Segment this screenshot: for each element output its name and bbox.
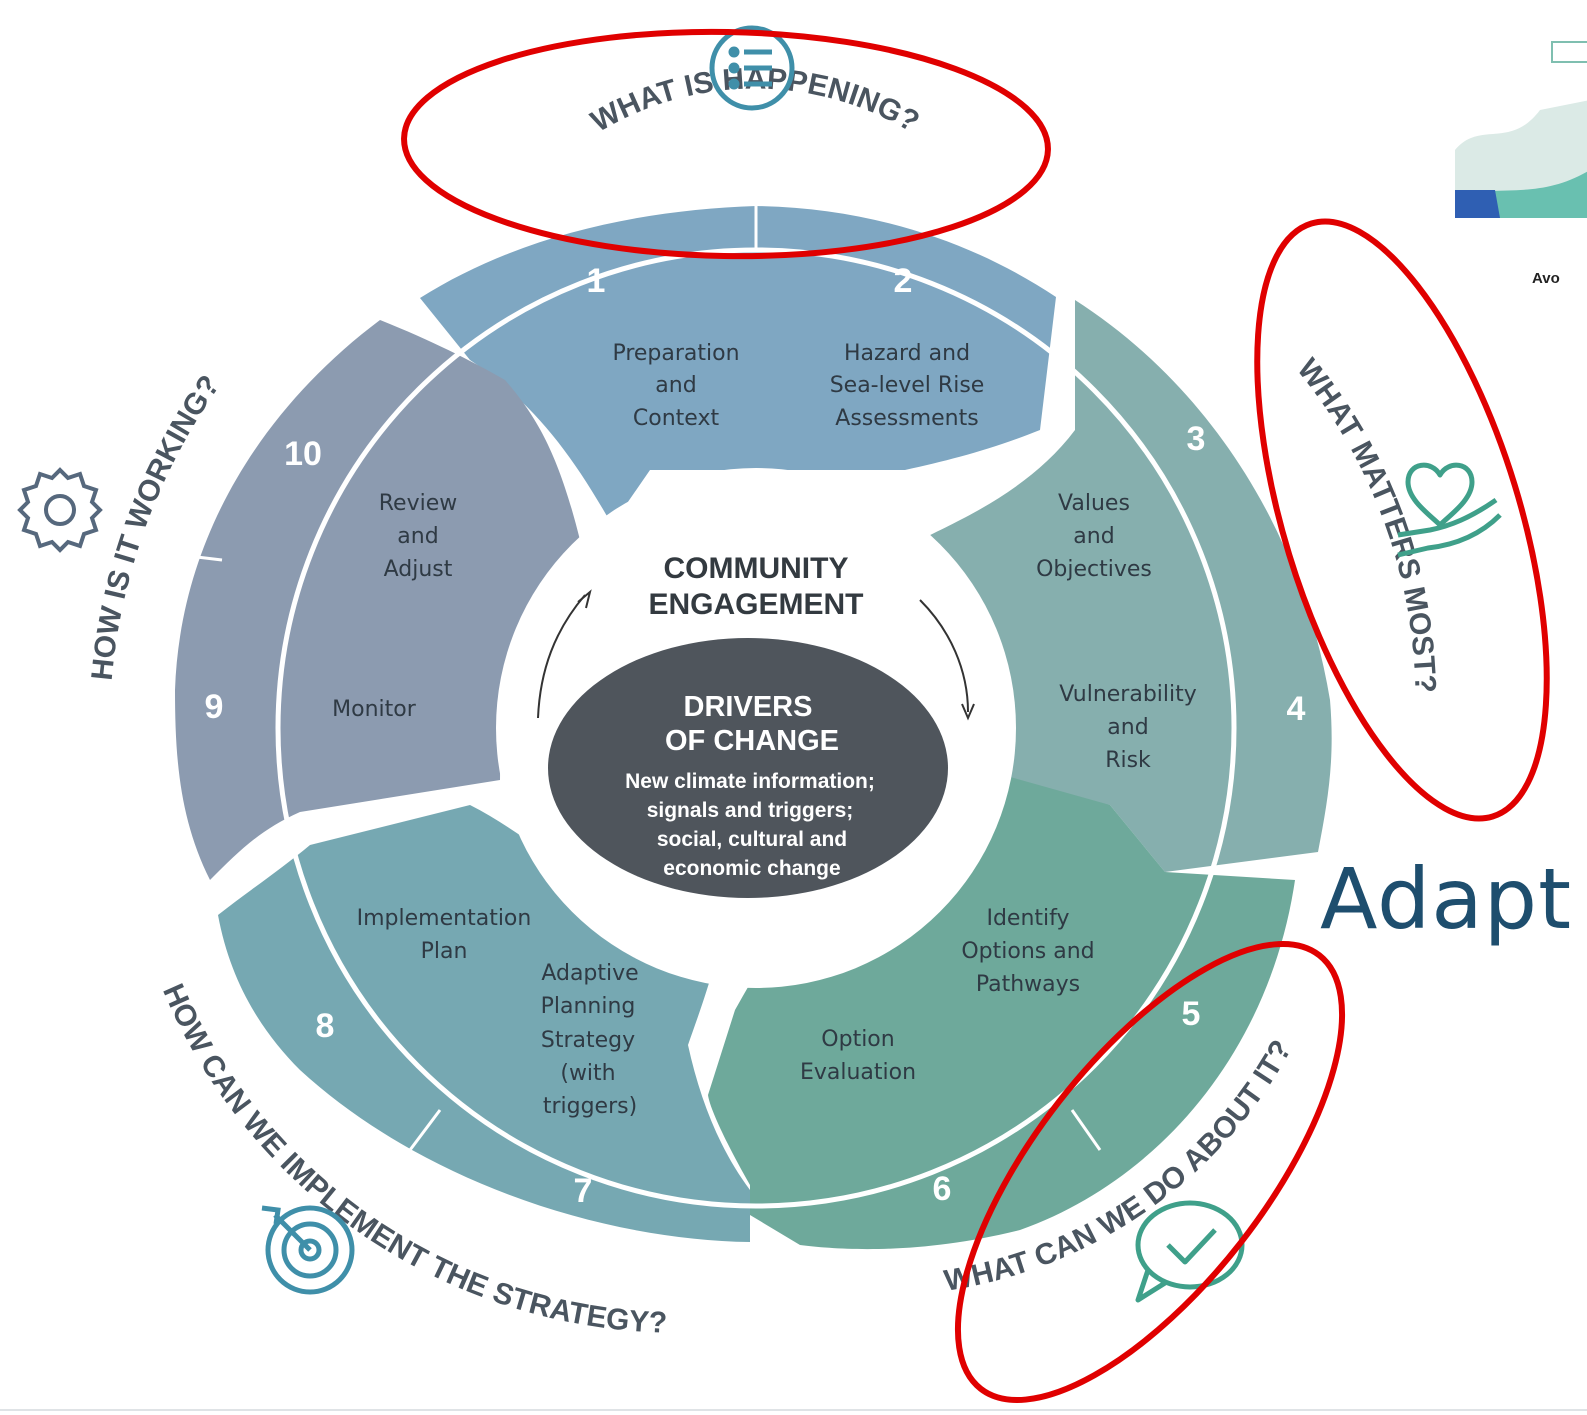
step-2-line-1: Hazard and: [844, 341, 970, 366]
step-8-line-1: Implementation: [357, 906, 532, 931]
step-6-line-1: Option: [821, 1027, 894, 1052]
step-number-3: 3: [1187, 420, 1206, 458]
drivers-text-3: social, cultural and: [657, 828, 847, 851]
step-1-line-3: Context: [633, 406, 720, 431]
drivers-title-2: OF CHANGE: [665, 725, 839, 757]
engagement-line-2: ENGAGEMENT: [648, 588, 863, 621]
step-7-line-1: Adaptive: [541, 961, 638, 986]
drivers-text-4: economic change: [663, 857, 840, 880]
gear-icon: [17, 467, 103, 553]
step-10-line-3: Adjust: [384, 557, 453, 582]
question-happening: WHAT IS HAPPENING?: [586, 63, 925, 139]
step-3-line-1: Values: [1058, 491, 1130, 516]
segment-right: [920, 300, 1332, 872]
step-number-1: 1: [587, 262, 606, 300]
side-thumbnail: [1455, 41, 1587, 218]
step-9-line-1: Monitor: [332, 697, 417, 722]
step-5-line-1: Identify: [986, 906, 1069, 931]
drivers-text-2: signals and triggers;: [647, 799, 854, 822]
check-chat-icon: [1135, 1200, 1245, 1303]
annotation-ellipses: [401, 28, 1550, 1403]
side-heading-adapt: Adapt: [1320, 850, 1573, 948]
step-4-line-1: Vulnerability: [1059, 682, 1197, 707]
step-7-line-3: Strategy: [541, 1028, 635, 1053]
step-7-line-4: (with: [560, 1061, 615, 1086]
center-text: COMMUNITY ENGAGEMENT DRIVERS OF CHANGE N…: [625, 552, 875, 880]
inner-ring: [179, 206, 1331, 1209]
annotation-ellipse-bottom: [954, 941, 1346, 1403]
step-10-line-1: Review: [379, 491, 458, 516]
target-icon: [261, 1205, 355, 1295]
step-1-line-1: Preparation: [612, 341, 739, 366]
step-4-line-2: and: [1107, 715, 1148, 740]
step-2-line-3: Assessments: [835, 406, 978, 431]
step-number-8: 8: [316, 1007, 335, 1045]
step-number-5: 5: [1182, 995, 1201, 1033]
annotation-ellipse-right: [1254, 218, 1550, 822]
step-4-line-3: Risk: [1105, 748, 1151, 773]
step-number-6: 6: [933, 1170, 952, 1208]
step-5-line-3: Pathways: [976, 972, 1080, 997]
cycle-arrows: [537, 589, 975, 721]
step-number-10: 10: [284, 435, 322, 473]
side-caption-avo: Avo: [1532, 270, 1560, 287]
step-1-line-2: and: [655, 373, 696, 398]
step-2-line-2: Sea-level Rise: [830, 373, 985, 398]
heart-hand-icon: [1397, 462, 1502, 558]
step-7-line-5: triggers): [543, 1094, 637, 1119]
step-5-line-2: Options and: [961, 939, 1094, 964]
list-icon: [709, 25, 795, 111]
step-number-2: 2: [894, 262, 913, 300]
step-number-9: 9: [205, 688, 224, 726]
step-3-line-2: and: [1073, 524, 1114, 549]
center-disc: [496, 468, 1016, 988]
step-3-line-3: Objectives: [1036, 557, 1152, 582]
drivers-ellipse: [548, 638, 948, 898]
step-labels: Preparation and Context Hazard and Sea-l…: [332, 341, 1197, 1119]
bottom-rule: [0, 1409, 1587, 1411]
annotation-ellipse-top: [401, 28, 1051, 260]
step-numbers: 1 2 3 4 5 6 7 8 9 10: [205, 262, 1306, 1210]
drivers-text-1: New climate information;: [625, 770, 875, 793]
drivers-title-1: DRIVERS: [684, 691, 813, 723]
step-8-line-2: Plan: [421, 939, 468, 964]
step-number-4: 4: [1287, 690, 1306, 728]
step-6-line-2: Evaluation: [800, 1060, 916, 1085]
engagement-line-1: COMMUNITY: [664, 552, 849, 585]
step-number-7: 7: [574, 1172, 593, 1210]
step-7-line-2: Planning: [541, 994, 636, 1019]
step-10-line-2: and: [397, 524, 438, 549]
